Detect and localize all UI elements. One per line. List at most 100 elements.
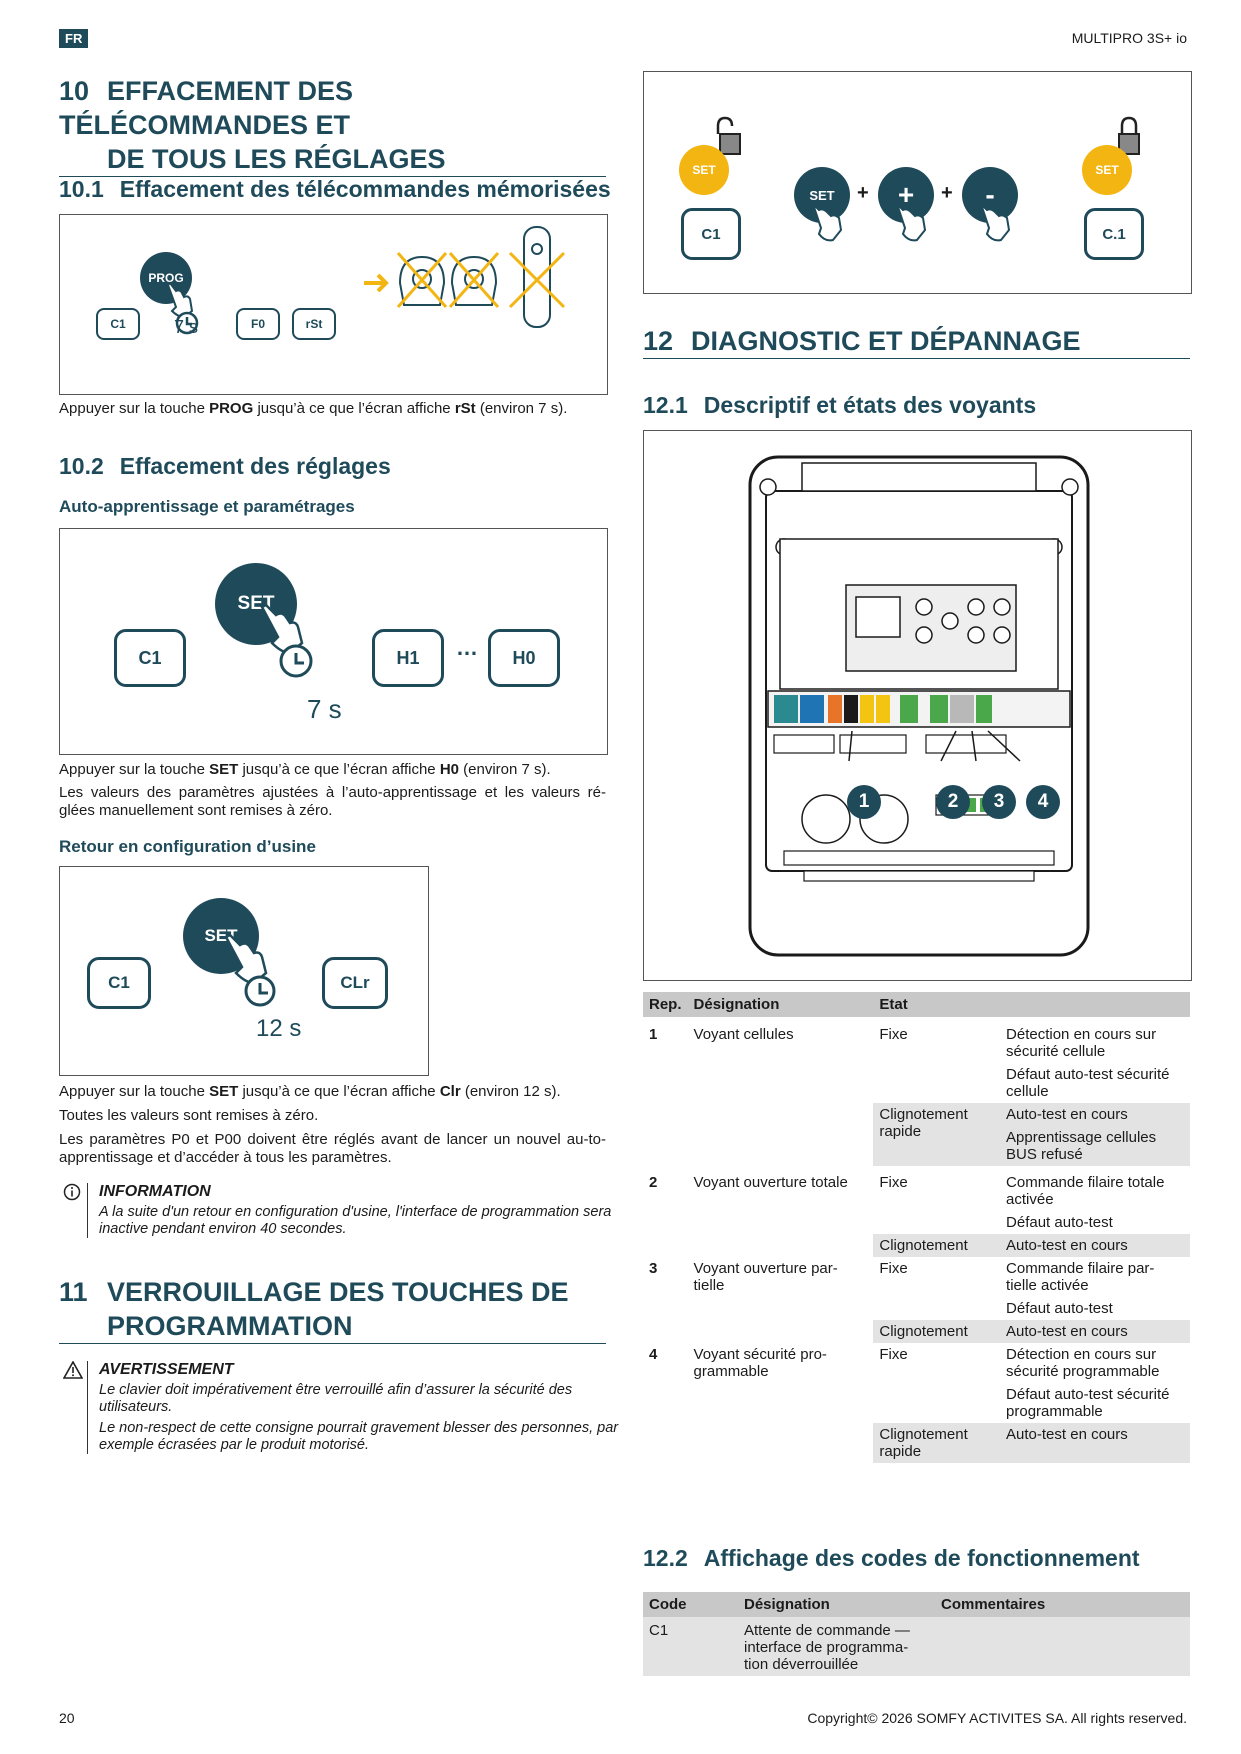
clr-key: CLr bbox=[322, 957, 388, 1009]
warning-note: AVERTISSEMENT Le clavier doit impérative… bbox=[87, 1361, 619, 1454]
table-row: 3 Voyant ouverture par-tielle Fixe Comma… bbox=[643, 1257, 1190, 1320]
copyright: Copyright© 2026 SOMFY ACTIVITES SA. All … bbox=[807, 1710, 1187, 1726]
section-number: 10.2 bbox=[59, 453, 104, 479]
subsection-factory-reset: Retour en configuration d’usine bbox=[59, 837, 316, 856]
col-description bbox=[1000, 992, 1190, 1017]
c1-key: C1 bbox=[87, 957, 151, 1009]
info-title: INFORMATION bbox=[99, 1183, 211, 1200]
set-button-unlocked: SET bbox=[679, 145, 729, 195]
section-title: DIAGNOSTIC ET DÉPANNAGE bbox=[691, 326, 1081, 356]
callout-3: 3 bbox=[982, 785, 1016, 819]
etat-cell: Clignotement rapide bbox=[873, 1103, 1001, 1166]
description-line: Défaut auto-test bbox=[1006, 1214, 1113, 1231]
callout-4: 4 bbox=[1026, 785, 1060, 819]
col-designation: Désignation bbox=[738, 1592, 935, 1617]
title-line-2: DE TOUS LES RÉGLAGES bbox=[107, 144, 446, 174]
plus-sign: + bbox=[857, 182, 869, 204]
designation-cell: Voyant sécurité pro-grammable bbox=[693, 1346, 827, 1380]
ellipsis: … bbox=[456, 635, 478, 660]
table-row: Clignotement rapide Auto-test en cours bbox=[643, 1423, 1190, 1463]
col-comments: Commentaires bbox=[935, 1592, 1190, 1617]
rep-cell: 1 bbox=[649, 1026, 658, 1043]
duration-label: 12 s bbox=[256, 1015, 302, 1042]
title-line-1: VERROUILLAGE DES TOUCHES DE bbox=[107, 1277, 569, 1307]
description-line: Commande filaire totale activée bbox=[1006, 1174, 1165, 1208]
codes-table: Code Désignation Commentaires C1 Attente… bbox=[643, 1592, 1190, 1676]
hand-press-icons bbox=[812, 203, 1011, 242]
table-header-row: Code Désignation Commentaires bbox=[643, 1592, 1190, 1617]
col-designation: Désignation bbox=[687, 992, 874, 1017]
section-number: 12.1 bbox=[643, 392, 688, 418]
rep-cell: 2 bbox=[649, 1174, 658, 1191]
etat-cell: Clignotement bbox=[873, 1320, 1001, 1343]
description-cell: Détection en cours sur sécurité cellule … bbox=[1000, 1017, 1190, 1103]
info-text: A la suite d'un retour en configuration … bbox=[99, 1204, 612, 1237]
description-cell: Auto-test en cours bbox=[1000, 1320, 1190, 1343]
callout-2: 2 bbox=[936, 785, 970, 819]
subsection-auto-learning: Auto-apprentissage et paramétrages bbox=[59, 497, 355, 516]
duration-label: 7 s bbox=[307, 694, 342, 724]
h1-key: H1 bbox=[372, 629, 444, 687]
etat-cell: Clignotement rapide bbox=[873, 1423, 1001, 1463]
warning-icon bbox=[63, 1361, 83, 1379]
description-cell: Auto-test en cours Apprentissage cellule… bbox=[1000, 1103, 1190, 1166]
designation-cell: Voyant cellules bbox=[693, 1026, 794, 1043]
designation-cell: Voyant ouverture totale bbox=[693, 1174, 848, 1191]
section-10-2-title: 10.2 Effacement des réglages bbox=[59, 453, 391, 480]
description-line: Détection en cours sur sécurité programm… bbox=[1006, 1346, 1160, 1380]
plus-sign: + bbox=[941, 182, 953, 204]
section-number: 10 bbox=[59, 76, 90, 106]
info-note: INFORMATION A la suite d'un retour en co… bbox=[87, 1183, 619, 1238]
section-title: Effacement des réglages bbox=[119, 453, 391, 479]
col-rep: Rep. bbox=[643, 992, 688, 1017]
section-title: Affichage des codes de fonctionnement bbox=[703, 1545, 1140, 1571]
etat-cell: Clignotement bbox=[873, 1234, 1001, 1257]
section-number: 12.2 bbox=[643, 1545, 688, 1571]
section-number: 11 bbox=[59, 1277, 88, 1307]
language-badge: FR bbox=[59, 29, 89, 48]
table-row: Clignotement Auto-test en cours bbox=[643, 1234, 1190, 1257]
text-10-2-d: Toutes les valeurs sont remises à zéro. bbox=[59, 1107, 319, 1124]
etat-cell: Fixe bbox=[879, 1026, 908, 1043]
section-number: 10.1 bbox=[59, 176, 104, 202]
document-title: MULTIPRO 3S+ io bbox=[1071, 30, 1187, 46]
col-etat: Etat bbox=[873, 992, 1001, 1017]
rst-key: rSt bbox=[292, 308, 336, 340]
etat-cell: Fixe bbox=[879, 1174, 908, 1191]
code-cell: C1 bbox=[649, 1622, 669, 1639]
figure-erase-settings: C1 SET 7 s H1 … H0 bbox=[59, 528, 608, 755]
description-line: Défaut auto-test sécurité programmable bbox=[1006, 1386, 1170, 1420]
duration-label: 7 s bbox=[174, 317, 199, 337]
comment-cell bbox=[935, 1617, 1190, 1676]
section-number: 12 bbox=[643, 326, 674, 356]
section-12-2-title: 12.2 Affichage des codes de fonctionnemen… bbox=[643, 1545, 1140, 1572]
table-row: C1 Attente de commande — interface de pr… bbox=[643, 1617, 1190, 1676]
figure-keypad-lock: SET C1 SET + + + - SET C.1 bbox=[643, 71, 1192, 294]
description-line: Apprentissage cellules BUS refusé bbox=[1006, 1129, 1157, 1163]
section-11-title: 11 VERROUILLAGE DES TOUCHES DE PROGRAMMAT… bbox=[59, 1275, 606, 1344]
etat-cell: Fixe bbox=[879, 1346, 908, 1363]
c1-key: C1 bbox=[114, 629, 186, 687]
description-line: Détection en cours sur sécurité cellule bbox=[1006, 1026, 1157, 1060]
section-title: Effacement des télécommandes mémorisées bbox=[119, 176, 611, 202]
figure-erase-remotes: C1 PROG 7 s F0 rSt bbox=[59, 214, 608, 395]
title-line-2: PROGRAMMATION bbox=[107, 1311, 353, 1341]
table-row: 2 Voyant ouverture totale Fixe Commande … bbox=[643, 1166, 1190, 1234]
description-line: Défaut auto-test sécurité cellule bbox=[1006, 1066, 1170, 1100]
section-10-1-title: 10.1 Effacement des télécommandes mémoris… bbox=[59, 176, 611, 203]
warning-text-2: Le non-respect de cette consigne pourrai… bbox=[99, 1420, 619, 1453]
text-10-2-e: Les paramètres P0 et P00 doivent être ré… bbox=[59, 1131, 606, 1166]
led-states-table: Rep. Désignation Etat 1 Voyant cellules … bbox=[643, 992, 1190, 1463]
designation-cell: Attente de commande — interface de progr… bbox=[744, 1622, 910, 1673]
remotes-deleted-icon bbox=[364, 226, 566, 328]
figure-control-board: 1 2 3 4 bbox=[643, 430, 1192, 981]
control-board-illustration bbox=[748, 455, 1090, 957]
table-row: 1 Voyant cellules Fixe Détection en cour… bbox=[643, 1017, 1190, 1103]
description-line: Défaut auto-test bbox=[1006, 1300, 1113, 1317]
callout-1: 1 bbox=[847, 785, 881, 819]
f0-key: F0 bbox=[236, 308, 280, 340]
description-cell: Auto-test en cours bbox=[1000, 1423, 1190, 1463]
locked-padlock-icon bbox=[1118, 116, 1140, 155]
